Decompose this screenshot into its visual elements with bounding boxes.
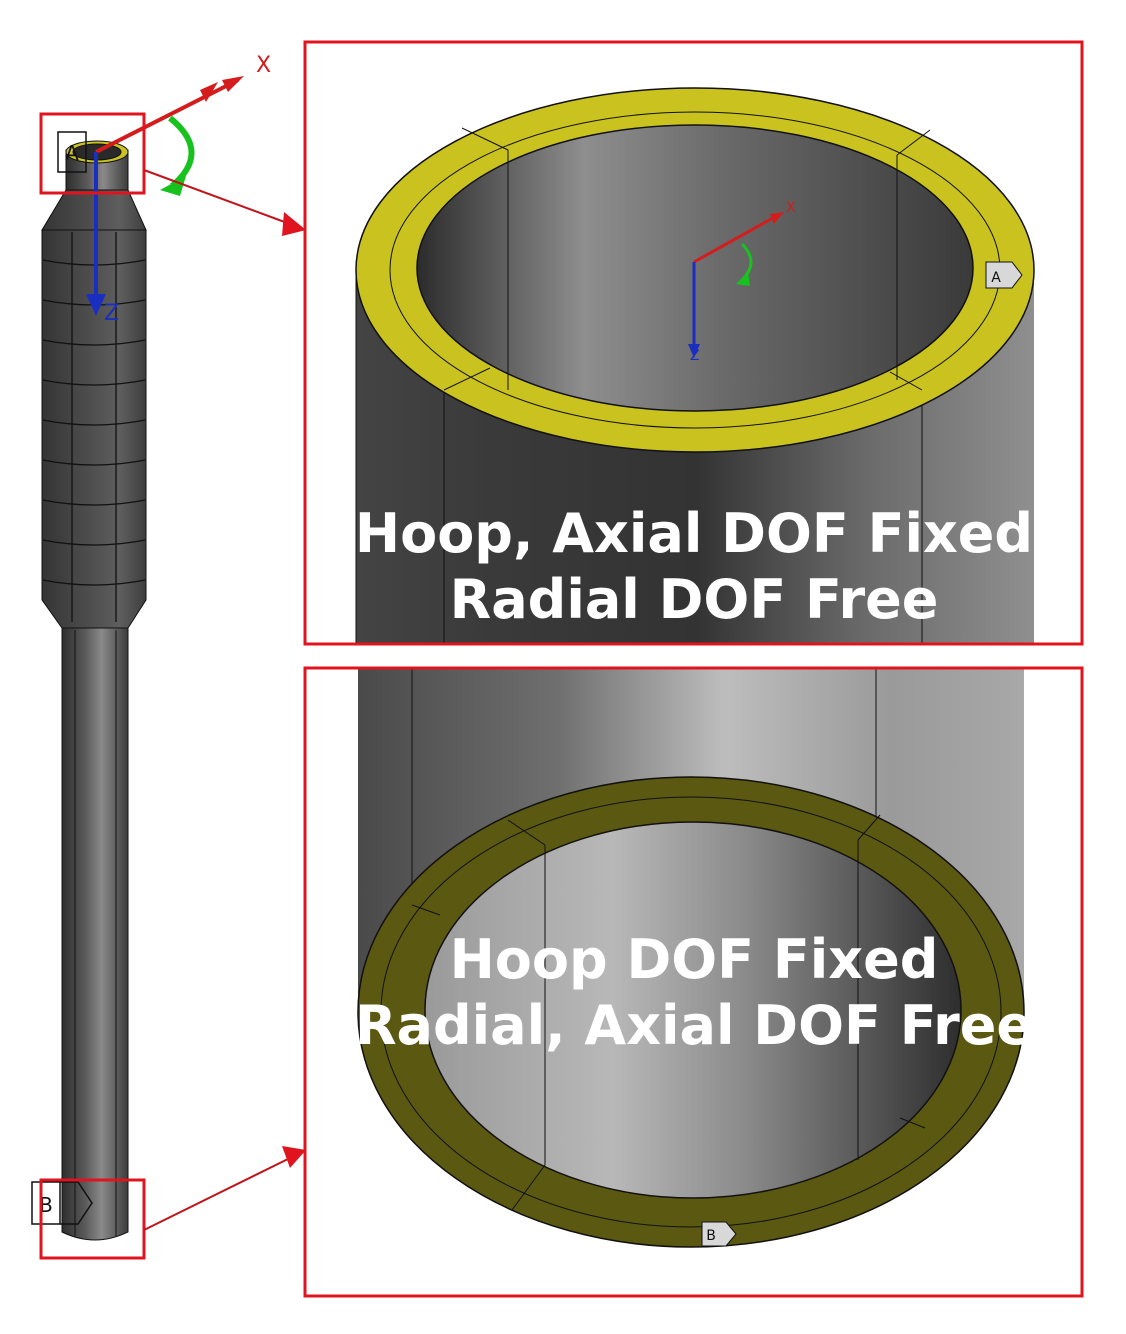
top-z-label: Z <box>690 348 700 364</box>
top-x-axis <box>693 212 781 264</box>
top-marker-a <box>985 261 1023 289</box>
top-caption-line2: Radial DOF Free <box>450 568 939 631</box>
top-x-arrowhead <box>770 212 784 224</box>
top-marker-a-label: A <box>991 270 1001 286</box>
callout-arrowhead-top <box>282 212 306 236</box>
overview-rotation-arrowhead <box>160 176 186 196</box>
overview-marker-a-box <box>57 131 87 173</box>
overview-top-highlight <box>39 112 146 195</box>
overview-marker-b-box <box>31 1181 61 1225</box>
top-zoom-frame <box>303 40 1084 646</box>
bottom-zoom-frame <box>303 666 1084 1298</box>
callout-arrow-bottom <box>143 1157 291 1231</box>
overview-model <box>41 140 147 1241</box>
bottom-zoom-panel: B Hoop DOF Fixed Radial, Axial DOF Free <box>306 668 1081 1296</box>
overview-axes: X Z A B <box>31 53 271 1225</box>
top-x-label: X <box>786 200 796 216</box>
overview-marker-a-label: A <box>65 141 79 165</box>
overview-marker-b-tip <box>60 1181 93 1225</box>
bottom-face-midline <box>380 796 1002 1228</box>
callout-arrows <box>143 169 306 1231</box>
overview-lower-pipe <box>61 627 129 1241</box>
overview-bands <box>42 232 146 622</box>
bottom-inner-bore <box>424 821 962 1199</box>
bottom-caption-line2: Radial, Axial DOF Free <box>355 994 1033 1057</box>
overview-bottom-highlight <box>39 1178 146 1260</box>
overview-rotation-arrow <box>168 115 195 189</box>
top-caption-line1: Hoop, Axial DOF Fixed <box>355 502 1033 565</box>
top-rotation-arrowhead <box>736 272 750 286</box>
overview-z-arrowhead <box>86 294 106 316</box>
callout-arrowhead-bottom <box>282 1146 306 1168</box>
overview-x-label: X <box>256 53 271 78</box>
overview-x-axis <box>95 78 239 154</box>
overview-marker-b-label: B <box>39 1193 53 1217</box>
overview-x-arrowhead <box>222 76 244 92</box>
overview-z-label: Z <box>104 301 119 326</box>
overview-x-arrowhead-inner <box>200 82 218 102</box>
bottom-caption-line1: Hoop DOF Fixed <box>450 928 939 991</box>
top-zoom-panel: X Z A Hoop, Axial DOF Fixed Radial DOF F… <box>306 43 1081 643</box>
callout-arrow-top <box>143 169 291 225</box>
top-z-arrowhead <box>688 344 700 358</box>
bottom-marker-b-label: B <box>706 1228 716 1244</box>
bottom-marker-b <box>701 1221 737 1247</box>
